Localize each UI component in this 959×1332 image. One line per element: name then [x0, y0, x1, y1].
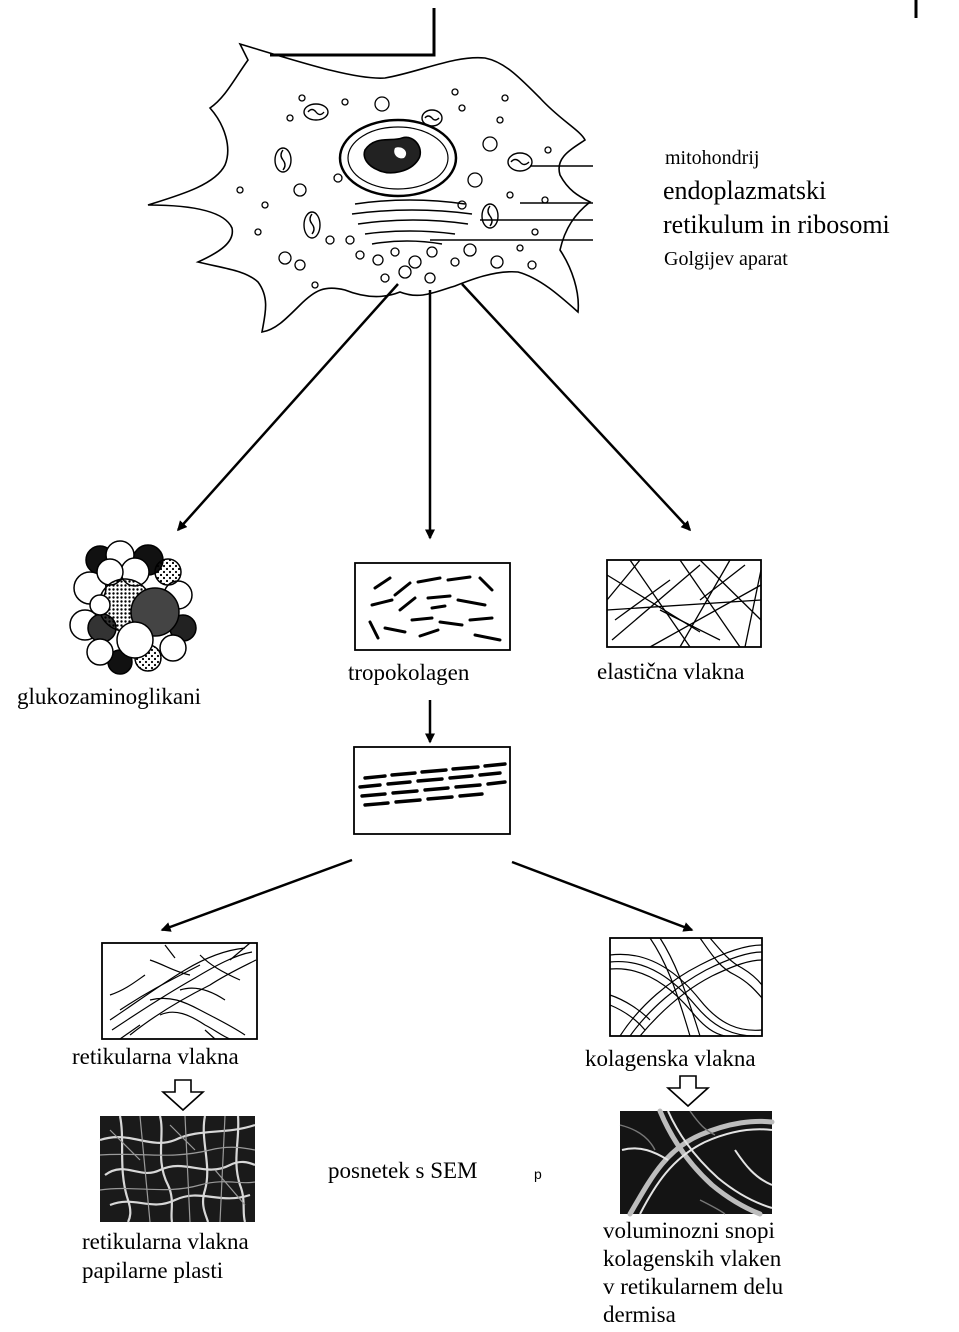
label-tropocollagen: tropokolagen: [348, 660, 470, 685]
caption-reticular-line2: papilarne plasti: [82, 1258, 224, 1283]
hollow-arrows: [160, 1075, 711, 1112]
nucleus: [338, 118, 458, 198]
label-collagen-fibers: kolagenska vlakna: [585, 1046, 756, 1071]
label-reticular-fibers: retikularna vlakna: [72, 1044, 239, 1069]
top-frame-lines: [270, 0, 918, 57]
sem-image-collagen: [619, 1108, 775, 1217]
label-sem-marker: p: [534, 1166, 542, 1182]
reticular-fibers-box: [101, 942, 258, 1040]
label-er-line1: endoplazmatski: [663, 176, 827, 205]
caption-collagen-line1: voluminozni snopi: [603, 1218, 775, 1243]
label-glycosaminoglycans: glukozaminoglikani: [17, 684, 201, 709]
fibroblast-cell: [147, 42, 592, 333]
collagen-fibers-box: [609, 937, 763, 1037]
vesicles: [236, 88, 552, 289]
caption-collagen-line3: v retikularnem delu: [603, 1274, 784, 1299]
golgi-stacks: [351, 199, 473, 245]
label-mitochondrion: mitohondrij: [665, 147, 760, 169]
label-sem: posnetek s SEM: [328, 1158, 478, 1183]
label-elastic-fibers: elastična vlakna: [597, 659, 745, 684]
sem-image-reticular: [99, 1115, 256, 1223]
caption-reticular-line1: retikularna vlakna: [82, 1229, 249, 1254]
mitochondria: [274, 103, 533, 239]
elastic-fibers-box: [606, 559, 762, 648]
label-golgi: Golgijev aparat: [664, 248, 788, 270]
caption-collagen-line2: kolagenskih vlaken: [603, 1246, 782, 1271]
gag-cluster-icon: [69, 540, 197, 675]
leader-lines: [430, 165, 593, 241]
label-er-line2: retikulum in ribosomi: [663, 210, 890, 239]
caption-collagen-line4: dermisa: [603, 1302, 676, 1327]
cell-arrows: [160, 283, 694, 932]
tropocollagen-box: [354, 562, 511, 651]
fibril-aggregate-box: [353, 746, 511, 835]
